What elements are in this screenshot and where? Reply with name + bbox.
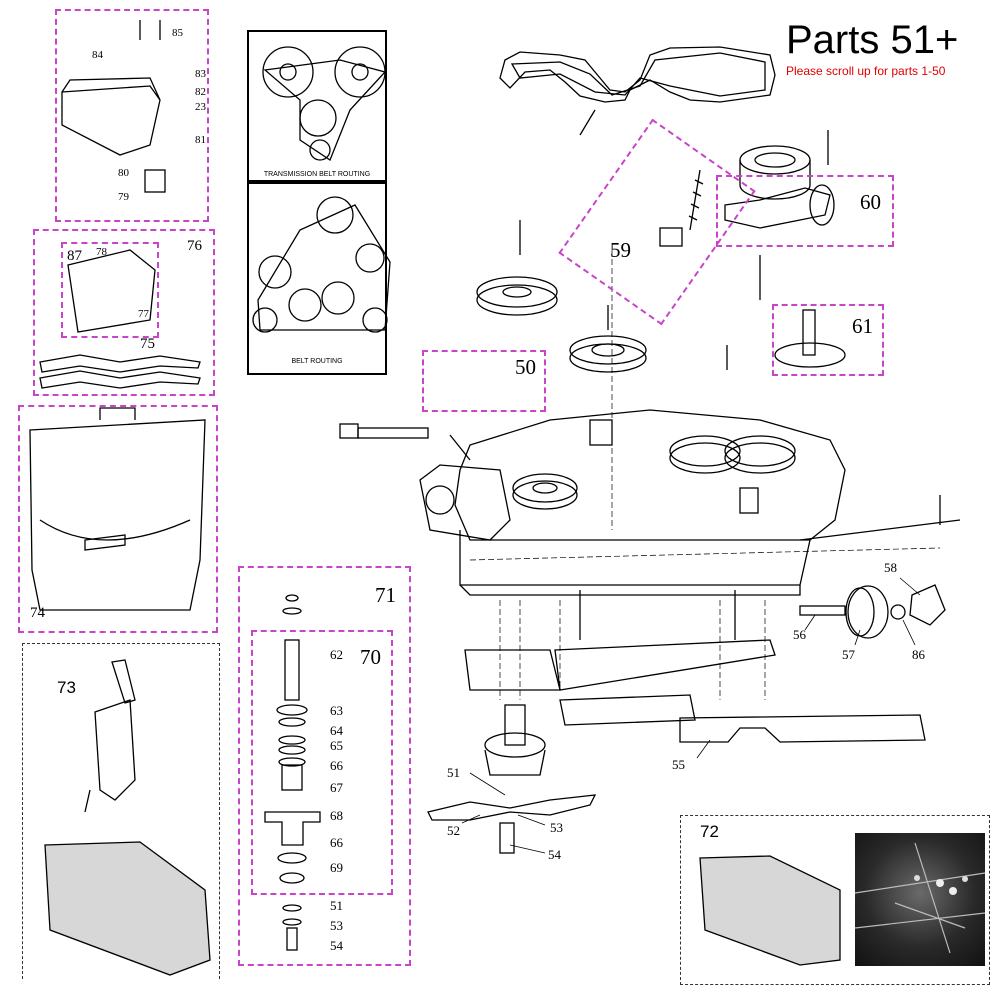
callout-51-stack: 51 (330, 898, 343, 913)
deck-lift-lever (111, 659, 136, 704)
group-box-87 (61, 242, 159, 338)
mower-deck (454, 409, 846, 541)
group-label-74: 74 (30, 605, 45, 621)
callout-68: 68 (330, 808, 343, 823)
callout-52: 52 (447, 823, 460, 838)
drive-belt (499, 46, 776, 103)
mulch-flap (67, 249, 156, 333)
callout-80: 80 (118, 167, 129, 179)
belt-routing-panel (247, 182, 387, 375)
callout-58: 58 (884, 560, 897, 575)
side-skirt-plate (679, 714, 926, 743)
callout-83: 83 (195, 68, 206, 80)
transmission-belt-routing-panel (247, 30, 387, 182)
callout-55: 55 (672, 757, 685, 772)
group-box-73 (22, 643, 220, 979)
callout-63: 63 (330, 703, 343, 718)
callout-67: 67 (330, 780, 343, 795)
group-box-76 (33, 229, 215, 396)
group-box-72 (680, 815, 990, 985)
mulch-blade (39, 354, 201, 373)
callout-53-stack: 53 (330, 918, 343, 933)
callout-69: 69 (330, 860, 343, 875)
callout-85: 85 (172, 27, 183, 39)
group-label-72: 72 (700, 822, 719, 841)
callout-77: 77 (138, 308, 149, 320)
callout-23: 23 (195, 101, 206, 113)
callout-79: 79 (118, 191, 129, 203)
callout-66-lower: 66 (330, 835, 343, 850)
group-label-59: 59 (610, 238, 631, 262)
group-label-87: 87 (67, 248, 82, 264)
group-label-76: 76 (187, 238, 202, 254)
group-box-74 (18, 405, 218, 633)
callout-86: 86 (912, 647, 925, 662)
group-box-79-85 (55, 9, 209, 222)
callout-81: 81 (195, 134, 206, 146)
group-label-70: 70 (360, 645, 381, 669)
callout-56: 56 (793, 627, 806, 642)
deflector-plate-72 (699, 855, 841, 966)
transmission-belt-routing-caption: TRANSMISSION BELT ROUTING (263, 171, 371, 178)
group-box-61 (772, 304, 884, 376)
callout-54-stack: 54 (330, 938, 343, 953)
callout-82: 82 (195, 86, 206, 98)
group-label-61: 61 (852, 314, 873, 338)
group-label-71: 71 (375, 583, 396, 607)
installed-deflector-photo (855, 833, 985, 966)
callout-78: 78 (96, 246, 107, 258)
scroll-up-note: Please scroll up for parts 1-50 (786, 64, 946, 78)
callout-64: 64 (330, 723, 343, 738)
front-baffle (464, 649, 561, 691)
blade (427, 794, 597, 821)
group-label-60: 60 (860, 190, 881, 214)
callout-75: 75 (140, 336, 155, 352)
callout-53: 53 (550, 820, 563, 835)
deflector-plate (44, 841, 211, 976)
callout-51: 51 (447, 765, 460, 780)
callout-84: 84 (92, 49, 103, 61)
photo-highlights (855, 842, 985, 954)
grass-bagger (29, 419, 206, 611)
group-box-50 (422, 350, 546, 412)
page-title: Parts 51+ (786, 18, 959, 62)
callout-57: 57 (842, 647, 855, 662)
discharge-chute-plate (61, 85, 161, 156)
belt-routing-caption: BELT ROUTING (291, 358, 343, 365)
callout-62: 62 (330, 647, 343, 662)
group-box-60 (716, 175, 894, 247)
callout-54: 54 (548, 847, 561, 862)
callout-65: 65 (330, 738, 343, 753)
group-label-50: 50 (515, 355, 536, 379)
group-box-70 (251, 630, 393, 895)
group-label-73: 73 (57, 678, 76, 697)
group-box-71 (238, 566, 411, 966)
callout-66-upper: 66 (330, 758, 343, 773)
